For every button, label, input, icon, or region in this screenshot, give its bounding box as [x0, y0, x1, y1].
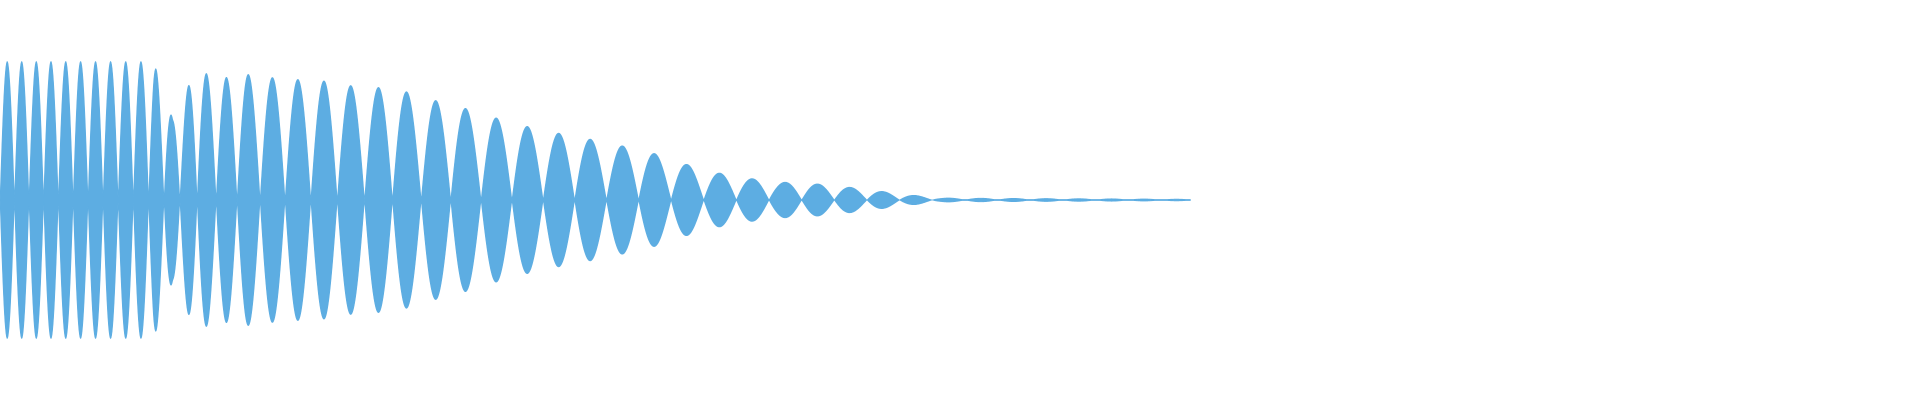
waveform-amplitude-shape	[0, 60, 1191, 340]
